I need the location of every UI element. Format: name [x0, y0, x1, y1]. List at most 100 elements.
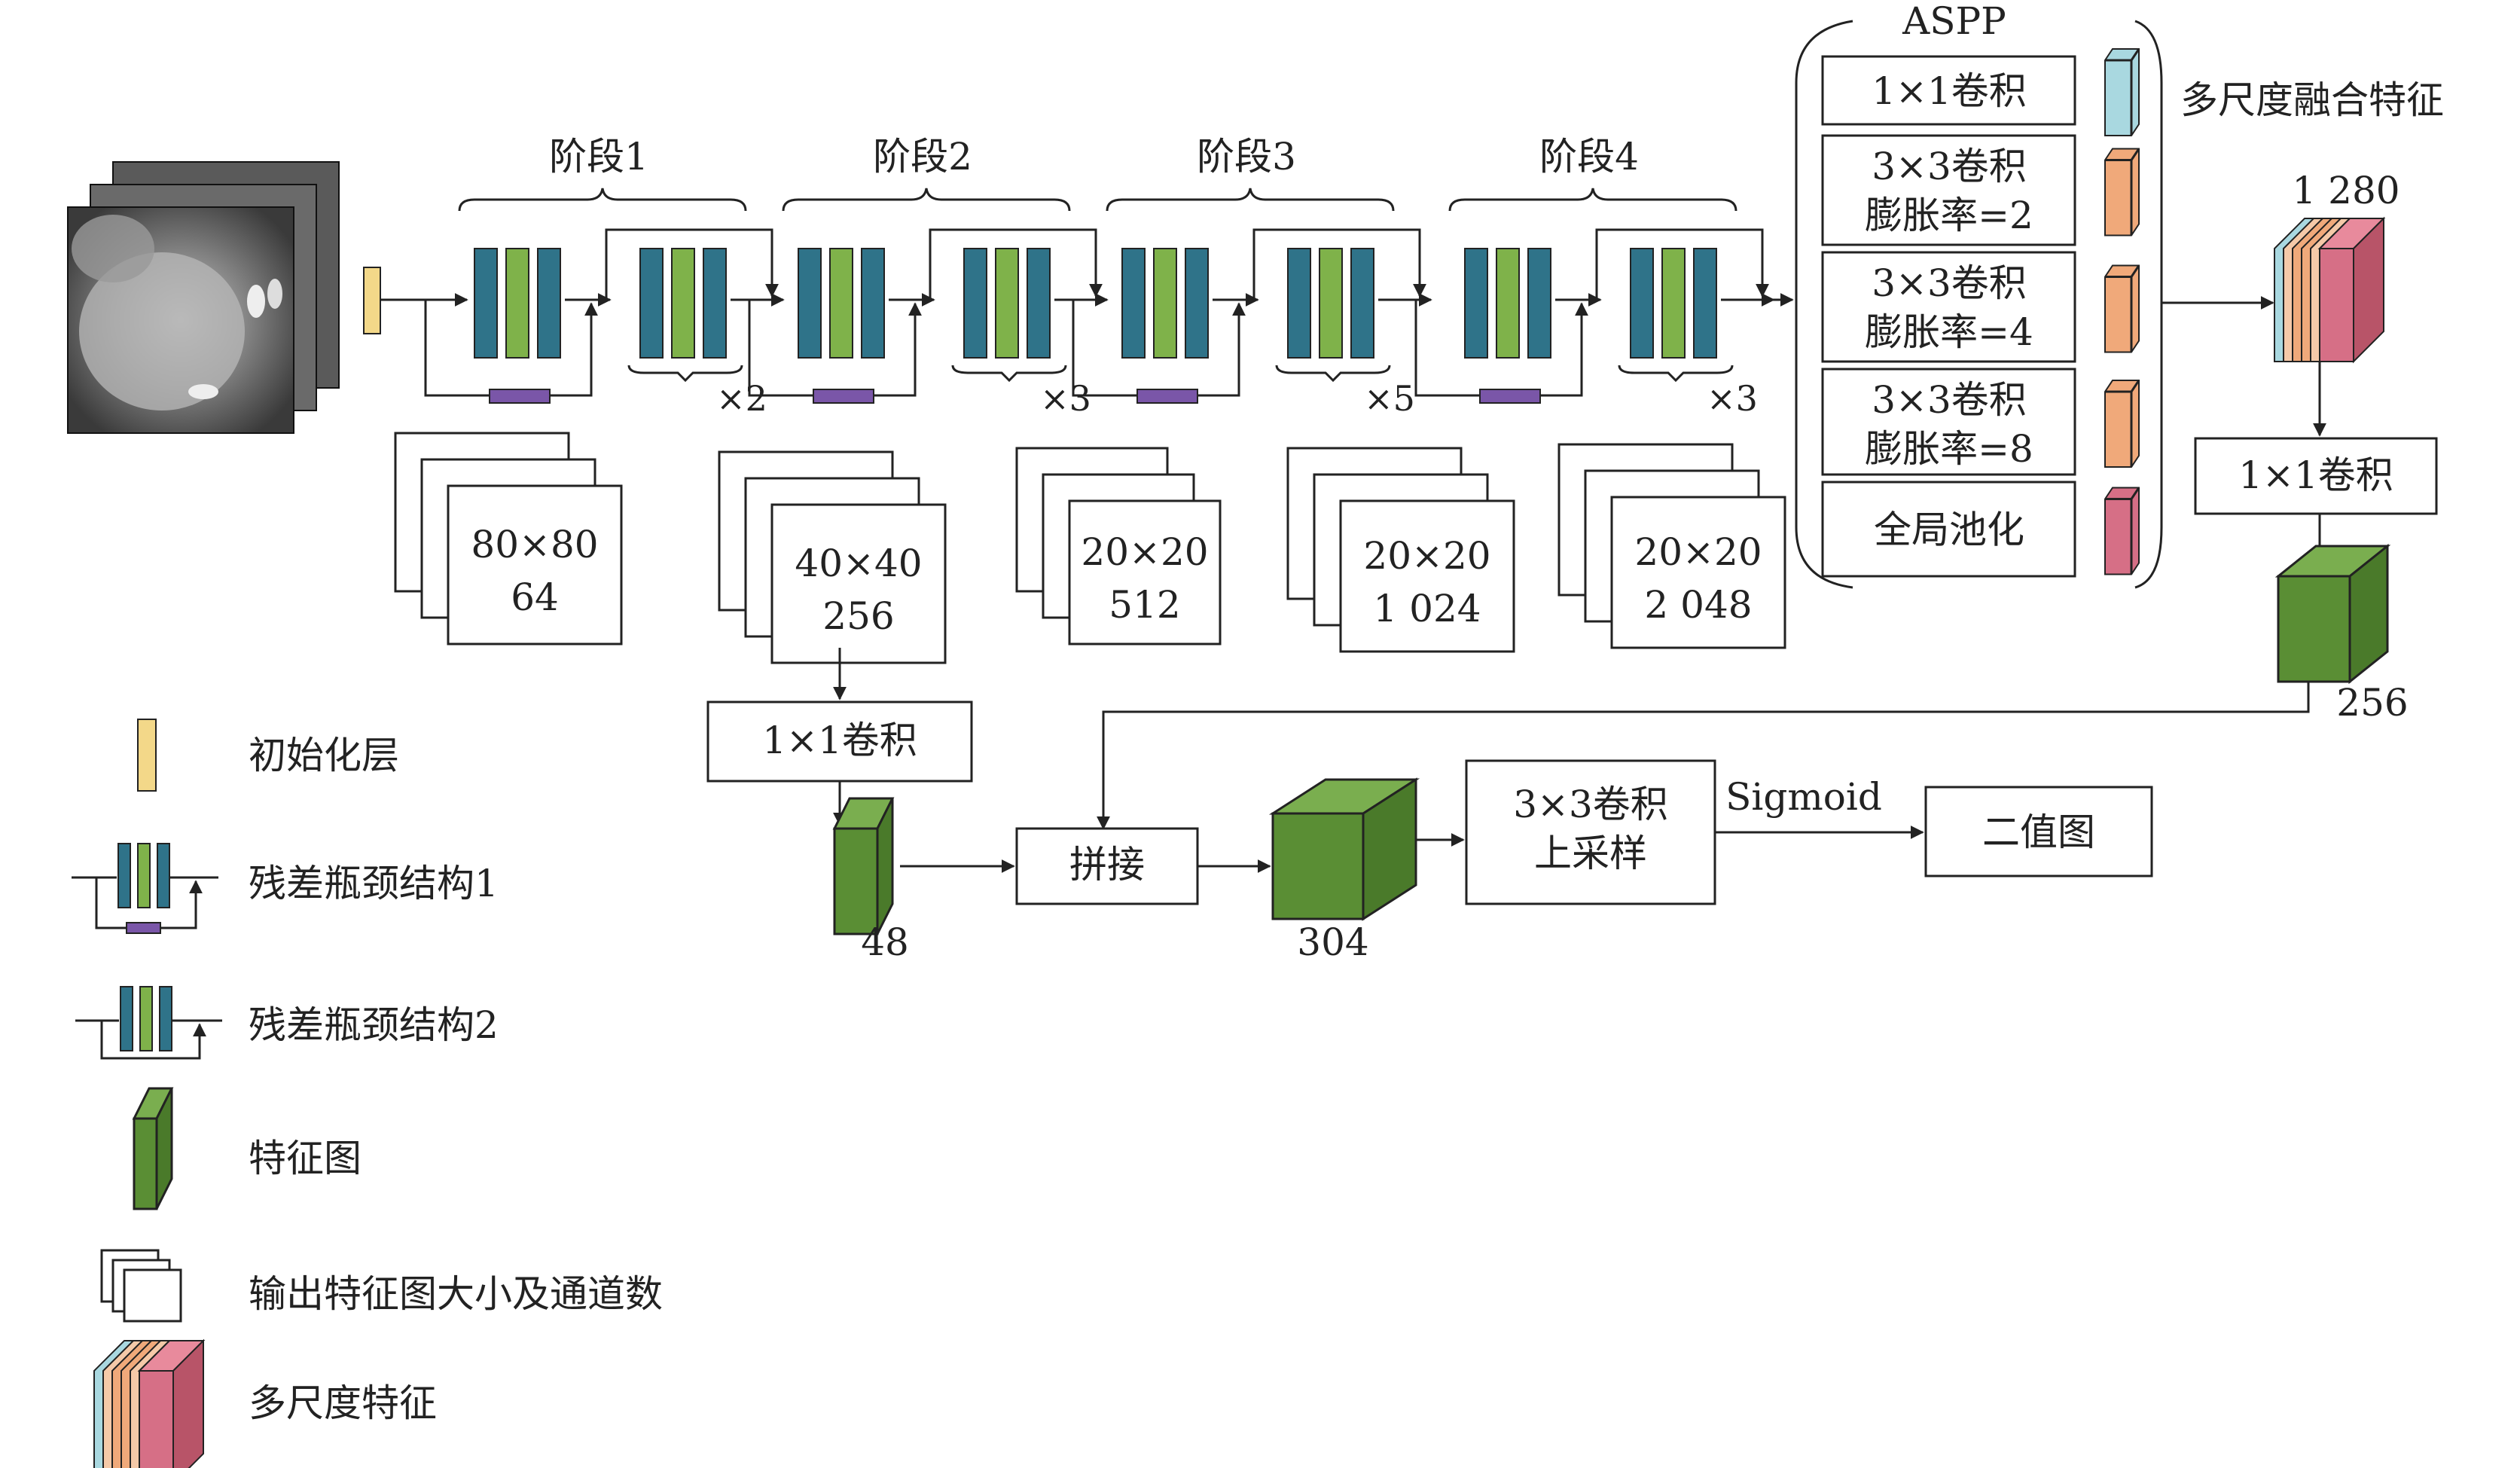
aspp-module: ASPP	[1795, 0, 2163, 589]
output-size-stack: 20×20 512	[1015, 447, 1222, 645]
concat-label: 拼接	[1069, 843, 1145, 887]
aspp-branch-chip	[2104, 380, 2140, 468]
output-channels: 256	[822, 594, 894, 638]
res-block1	[798, 248, 885, 359]
feature-map-304-label: 304	[1297, 920, 1368, 964]
conv1x1-right-label: 1×1卷积	[2238, 453, 2393, 497]
output-channels: 2 048	[1644, 583, 1752, 627]
init-layer-block	[363, 267, 381, 334]
aspp-branch-box	[1821, 55, 2076, 126]
legend-multi-scale-icon	[93, 1338, 206, 1468]
res-block1	[1121, 248, 1209, 359]
stage-2-repeat: ×3	[1040, 378, 1091, 419]
upsample-box	[1465, 759, 1716, 905]
output-size: 20×20	[1363, 534, 1490, 578]
multi-scale-channels: 1 280	[2292, 169, 2399, 212]
aspp-branch-chip	[2104, 48, 2140, 136]
stage-3-repeat: ×5	[1364, 378, 1415, 419]
legend-output-size-label: 输出特征图大小及通道数	[249, 1272, 663, 1316]
output-channels: 64	[511, 575, 559, 619]
res-block2	[963, 248, 1051, 359]
aspp-branch-line1: 3×3卷积	[1872, 145, 2027, 188]
aspp-branch-box	[1821, 251, 2076, 363]
output-size-stack: 20×20 1 024	[1286, 447, 1515, 653]
output-size: 20×20	[1634, 530, 1762, 574]
aspp-branch-line2: 膨胀率=2	[1865, 194, 2033, 237]
aspp-branch-line2: 膨胀率=8	[1865, 427, 2033, 471]
aspp-branch-chip	[2104, 148, 2140, 237]
stage-1-label: 阶段1	[549, 135, 648, 179]
output-size-stack: 40×40 256	[718, 450, 947, 664]
aspp-branch-box	[1821, 481, 2076, 578]
aspp-branch-line1: 1×1卷积	[1872, 69, 2027, 113]
stage-3-label: 阶段3	[1197, 135, 1296, 179]
legend-res-block1-label: 残差瓶颈结构1	[249, 862, 499, 905]
stage-3: 阶段3 ×5 20×20 512	[1015, 135, 1432, 645]
output-channels: 512	[1109, 583, 1180, 627]
fusion-label: 多尺度融合特征	[2180, 78, 2444, 122]
output-channels: 1 024	[1373, 587, 1481, 630]
aspp-branch-box	[1821, 134, 2076, 246]
concat-box	[1015, 827, 1199, 905]
legend: 初始化层 残差瓶颈结构1 残差瓶颈结构2 特征图	[72, 719, 663, 1468]
res-block2	[1630, 248, 1717, 359]
conv1x1-left-label: 1×1卷积	[762, 719, 917, 762]
stage-1-repeat: ×2	[716, 378, 767, 419]
aspp-branch-line1: 3×3卷积	[1872, 261, 2027, 305]
stage-4: 阶段4 ×3 20×20 1 024	[1286, 135, 1775, 653]
stage-brace	[1448, 188, 1737, 212]
repeat-brace	[1618, 365, 1734, 383]
aspp-branch-box	[1821, 368, 2076, 476]
stage-brace	[782, 188, 1071, 212]
stage-2-label: 阶段2	[873, 135, 972, 179]
feature-map-256	[2274, 543, 2391, 685]
binary-map-label: 二值图	[1982, 810, 2095, 854]
res-block2	[1287, 248, 1374, 359]
shortcut-conv	[489, 389, 551, 404]
shortcut-conv	[1479, 389, 1541, 404]
res-block1	[1464, 248, 1551, 359]
stages-group: 阶段1×280×8064阶段2×340×40256阶段3×520×20512阶段…	[394, 135, 1794, 664]
aspp-branch-chip	[2104, 264, 2140, 353]
repeat-brace	[951, 365, 1067, 383]
stage-4-label: 阶段4	[1539, 135, 1639, 179]
aspp-branch-line1: 全局池化	[1874, 508, 2024, 552]
aspp-branch-line1: 3×3卷积	[1872, 378, 2027, 422]
legend-res-block1-icon	[72, 843, 218, 934]
feature-map-48-label: 48	[861, 920, 909, 964]
aspp-branch-5: 全局池化	[1821, 481, 2140, 578]
sigmoid-label: Sigmoid	[1725, 775, 1882, 819]
aspp-branch-line2: 膨胀率=4	[1865, 310, 2033, 354]
conv1x1-right-box	[2194, 437, 2438, 515]
legend-res-block2-icon	[75, 986, 222, 1060]
legend-feature-map-label: 特征图	[249, 1137, 362, 1180]
res-block1	[474, 248, 561, 359]
output-size: 40×40	[795, 542, 922, 585]
stage-4-repeat: ×3	[1707, 378, 1758, 419]
aspp-branch-1: 1×1卷积	[1821, 48, 2140, 136]
ct-input-images	[67, 161, 340, 434]
output-size: 20×20	[1081, 530, 1208, 574]
upsample-line2: 上采样	[1534, 832, 1647, 875]
stage4-output-stack: 20×20 2 048	[1557, 443, 1786, 649]
legend-multi-scale-label: 多尺度特征	[249, 1381, 437, 1425]
legend-init-label: 初始化层	[249, 734, 399, 777]
legend-init-swatch	[137, 719, 157, 792]
upsample-line1: 3×3卷积	[1513, 783, 1668, 826]
stage-brace	[1106, 188, 1395, 212]
legend-output-size-icon	[100, 1249, 182, 1323]
feature-map-48	[832, 797, 895, 935]
repeat-brace	[627, 365, 743, 383]
aspp-title: ASPP	[1902, 0, 2006, 43]
aspp-branch-chip	[2104, 487, 2140, 575]
conv1x1-left-box	[706, 700, 973, 783]
stage-brace	[458, 188, 747, 212]
binary-map-box	[1924, 786, 2153, 877]
repeat-brace	[1275, 365, 1391, 383]
